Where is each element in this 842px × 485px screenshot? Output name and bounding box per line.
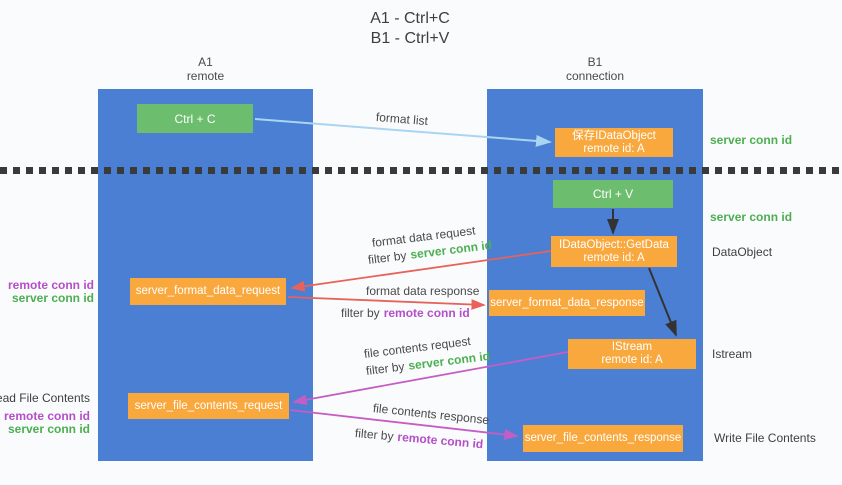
server-format-data-request-label: server_format_data_request [135,285,281,297]
server-conn-id-annotation-top: server conn id [710,133,793,147]
dataobject-annotation: DataObject [712,245,773,259]
machine-boundary-dotted-line [0,167,842,174]
istream-box: IStream remote id: A [568,339,696,369]
getdata-box: IDataObject::GetData remote id: A [551,236,677,267]
save-dataobject-box: 保存IDataObject remote id: A [555,128,673,157]
format-list-label: format list [375,110,429,129]
server-file-contents-response-box: server_file_contents_response [523,425,683,452]
arrow-format-data-response [287,296,486,310]
istream-line2: remote id: A [601,354,663,366]
filter-by-text: filter by [367,248,408,267]
ctrl-v-box: Ctrl + V [553,180,673,208]
server-file-contents-request-label: server_file_contents_request [134,399,283,412]
format-data-response-label: format data response [366,284,480,298]
filter-by-text: filter by [341,306,380,320]
server-conn-id-annotation-ctrlv: server conn id [710,210,793,224]
remote-conn-id-text: remote conn id [383,306,470,320]
remote-conn-id-text: remote conn id [396,429,484,452]
server-file-contents-response-label: server_file_contents_response [524,432,682,444]
filter-by-text: filter by [354,426,395,444]
ctrl-c-label: Ctrl + C [174,111,216,126]
save-dataobject-line2: remote id: A [583,142,645,155]
write-file-contents-annotation: Write File Contents [714,431,816,445]
lane-a1-name: A1 [198,55,213,69]
ctrl-v-label: Ctrl + V [592,187,634,201]
getdata-line1: IDataObject::GetData [559,238,669,251]
read-file-contents-annotation: Read File Contents [0,391,90,405]
lane-b1-name: B1 [587,55,603,69]
getdata-line2: remote id: A [583,251,645,264]
title-line-2: B1 - Ctrl+V [370,30,450,47]
lane-b1-role: connection [565,69,625,83]
server-format-data-response-box: server_format_data_response [489,290,645,316]
server-file-contents-request-box: server_file_contents_request [128,393,289,419]
filter-by-text: filter by [365,359,406,378]
server-format-data-response-label: server_format_data_response [490,296,644,309]
file-contents-response-label: file contents response [372,401,490,428]
ctrl-c-box: Ctrl + C [137,104,253,133]
lane-a1-role: remote [186,69,225,83]
istream-annotation: Istream [712,347,753,361]
istream-line1: IStream [611,341,653,353]
lane-header-b1: B1 connection [487,55,703,83]
server-conn-id-annotation-format: server conn id [11,291,94,305]
save-dataobject-line1: 保存IDataObject [572,129,656,142]
server-format-data-request-box: server_format_data_request [130,278,286,305]
title-line-1: A1 - Ctrl+C [370,10,450,27]
server-conn-id-annotation-file: server conn id [7,422,90,436]
diagram-title: A1 - Ctrl+C B1 - Ctrl+V [0,9,820,49]
lane-header-a1: A1 remote [98,55,313,83]
remote-conn-id-annotation-file: remote conn id [3,409,90,423]
remote-conn-id-annotation-format: remote conn id [7,278,94,292]
